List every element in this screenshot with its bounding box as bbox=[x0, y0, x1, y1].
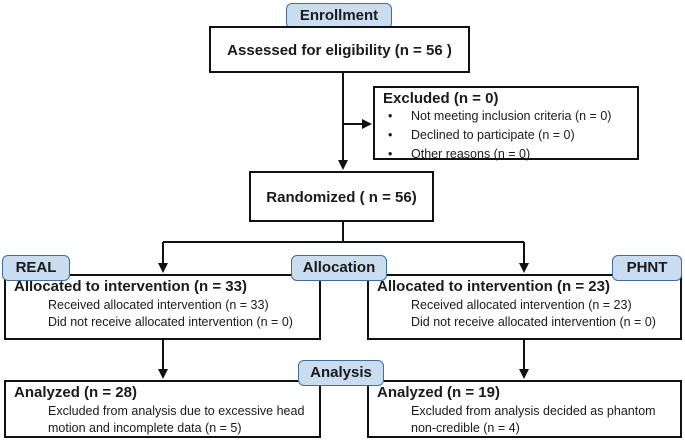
analysis-tag: Analysis bbox=[298, 360, 384, 386]
left-allocation-received: Received allocated intervention (n = 33) bbox=[48, 298, 269, 312]
right-analysis-line2: non-credible (n = 4) bbox=[411, 421, 520, 435]
excluded-title: Excluded (n = 0) bbox=[383, 90, 499, 107]
right-analysis-title: Analyzed (n = 19) bbox=[377, 384, 500, 401]
randomized-box: Randomized ( n = 56) bbox=[249, 171, 434, 222]
left-analysis-line2: motion and incomplete data (n = 5) bbox=[48, 421, 242, 435]
right-analysis-box: Analyzed (n = 19) Excluded from analysis… bbox=[367, 380, 682, 438]
excluded-list: •Not meeting inclusion criteria (n = 0) … bbox=[383, 107, 629, 164]
right-allocation-title: Allocated to intervention (n = 23) bbox=[377, 278, 610, 295]
left-allocation-box: Allocated to intervention (n = 33) Recei… bbox=[4, 274, 321, 340]
assessed-box: Assessed for eligibility (n = 56 ) bbox=[209, 26, 470, 73]
excluded-box: Excluded (n = 0) •Not meeting inclusion … bbox=[373, 86, 639, 161]
right-allocation-not-received: Did not receive allocated intervention (… bbox=[411, 315, 656, 329]
left-allocation-not-received: Did not receive allocated intervention (… bbox=[48, 315, 293, 329]
real-tag: REAL bbox=[2, 255, 70, 281]
enrollment-tag: Enrollment bbox=[286, 3, 392, 29]
excluded-item: •Not meeting inclusion criteria (n = 0) bbox=[388, 109, 612, 123]
right-analysis-line1: Excluded from analysis decided as phanto… bbox=[411, 404, 656, 418]
randomized-text: Randomized ( n = 56) bbox=[266, 189, 417, 206]
right-allocation-received: Received allocated intervention (n = 23) bbox=[411, 298, 632, 312]
assessed-text: Assessed for eligibility (n = 56 ) bbox=[227, 42, 452, 59]
left-analysis-box: Analyzed (n = 28) Excluded from analysis… bbox=[4, 380, 321, 438]
right-allocation-box: Allocated to intervention (n = 23) Recei… bbox=[367, 274, 682, 340]
excluded-item: •Declined to participate (n = 0) bbox=[388, 128, 575, 142]
left-analysis-line1: Excluded from analysis due to excessive … bbox=[48, 404, 305, 418]
allocation-tag: Allocation bbox=[291, 255, 387, 281]
phnt-tag: PHNT bbox=[612, 255, 682, 281]
left-allocation-title: Allocated to intervention (n = 33) bbox=[14, 278, 247, 295]
left-analysis-title: Analyzed (n = 28) bbox=[14, 384, 137, 401]
excluded-item: •Other reasons (n = 0) bbox=[388, 147, 531, 161]
